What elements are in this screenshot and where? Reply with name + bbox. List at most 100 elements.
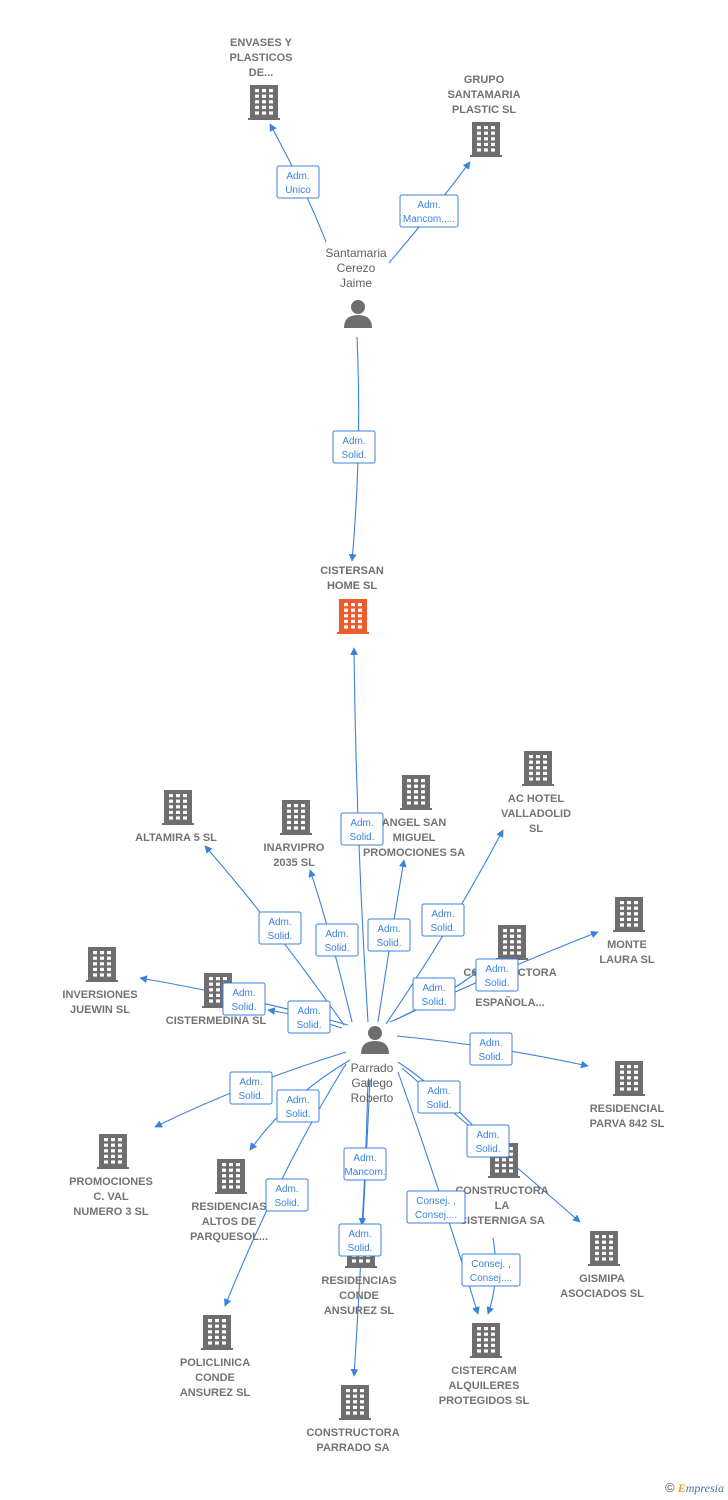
edge-label-line: Solid.: [267, 931, 292, 942]
edge-label-box[interactable]: Adm.Solid.: [475, 958, 519, 992]
edge-label-box[interactable]: Adm.Unico: [276, 165, 320, 199]
edge-label-box[interactable]: Adm.Solid.: [412, 977, 456, 1011]
footer-brand[interactable]: ©Empresia: [665, 1480, 724, 1496]
node-envases[interactable]: ENVASES YPLASTICOSDE...: [230, 37, 293, 120]
node-label-line: PARQUESOL...: [190, 1231, 268, 1243]
edge-label-line: Adm.: [422, 983, 445, 994]
edge-label-line: Adm.: [286, 1095, 309, 1106]
node-label-line: ESPAÑOLA...: [475, 996, 544, 1009]
edge-label-line: Solid.: [426, 1100, 451, 1111]
edge-label-box[interactable]: Adm.Solid.: [287, 1000, 331, 1034]
building-icon: [588, 1231, 620, 1266]
edge-label-box[interactable]: Adm. Solid.: [417, 1080, 461, 1114]
node-label-line: MIGUEL: [393, 832, 436, 844]
edge-label-box[interactable]: Adm.Solid.: [315, 923, 359, 957]
building-icon: [337, 599, 369, 634]
edge-label-box[interactable]: Adm.Solid.: [276, 1089, 320, 1123]
node-label-line: PROMOCIONES: [69, 1176, 153, 1188]
nodes-layer: ENVASES YPLASTICOSDE...GRUPOSANTAMARIAPL…: [62, 37, 664, 1454]
edge-label-box[interactable]: Adm.Solid.: [222, 982, 266, 1016]
edge-label-box[interactable]: Adm.Solid.: [469, 1032, 513, 1066]
node-label-line: ALQUILERES: [449, 1380, 520, 1392]
node-policlinica[interactable]: POLICLINICA CONDE ANSUREZ SL: [180, 1315, 251, 1399]
edge-label-box[interactable]: Adm.Solid.: [229, 1071, 273, 1105]
edge-label-box[interactable]: Adm. Solid.: [265, 1178, 309, 1212]
node-residencial_parva[interactable]: RESIDENCIAL PARVA 842 SL: [590, 1061, 665, 1130]
building-icon: [215, 1159, 247, 1194]
node-inversiones[interactable]: INVERSIONES JUEWIN SL: [62, 947, 138, 1016]
edge-label-box[interactable]: Adm.Solid.: [367, 918, 411, 952]
edge-label-line: Adm.: [427, 1086, 450, 1097]
node-label-line: CONDE: [339, 1290, 379, 1302]
node-label-line: RESIDENCIAS: [191, 1201, 266, 1213]
edge-label-box[interactable]: Consej. ,Consej....: [461, 1253, 521, 1287]
edge-label-line: Adm.: [348, 1229, 371, 1240]
node-label-line: ASOCIADOS SL: [560, 1288, 644, 1300]
node-label-line: NUMERO 3 SL: [73, 1206, 148, 1218]
edge-label-line: Solid.: [231, 1002, 256, 1013]
node-label-line: HOME SL: [327, 580, 377, 592]
edge-label-line: Adm.: [275, 1184, 298, 1195]
node-altamira[interactable]: ALTAMIRA 5 SL: [135, 790, 217, 844]
edge-label-box[interactable]: Adm. Mancom.: [343, 1147, 387, 1181]
node-label-line: PLASTICOS: [230, 52, 293, 64]
node-constructora_parrado[interactable]: CONSTRUCTORA PARRADO SA: [306, 1385, 400, 1454]
node-label-line: RESIDENCIAS: [321, 1275, 396, 1287]
node-label-line: PARVA 842 SL: [590, 1118, 665, 1130]
building-icon: [400, 775, 432, 810]
node-label-line: MONTE: [607, 939, 647, 951]
node-label-line: ANSUREZ SL: [180, 1387, 251, 1399]
edge-label-box[interactable]: Adm.Solid.: [332, 430, 376, 464]
edge-label-line: Adm.: [485, 964, 508, 975]
edge-label-line: Solid.: [274, 1198, 299, 1209]
node-label-line: PROTEGIDOS SL: [439, 1395, 530, 1407]
edge-label-line: Mancom.: [344, 1167, 385, 1178]
node-label-line: ALTOS DE: [202, 1216, 257, 1228]
edge-label-line: Mancom.,...: [403, 214, 455, 225]
node-label-line: ANSUREZ SL: [324, 1305, 395, 1317]
node-label-line: DE...: [249, 67, 273, 79]
edge-label-line: Solid.: [349, 832, 374, 843]
node-promociones[interactable]: PROMOCIONES C. VAL NUMERO 3 SL: [69, 1134, 153, 1218]
node-label-line: Gallego: [351, 1076, 393, 1090]
edge-label-line: Adm.: [286, 171, 309, 182]
edge-label-box[interactable]: Adm. Mancom.,...: [399, 194, 459, 228]
edge-label-line: Adm.: [417, 200, 440, 211]
edge-label-line: Adm.: [353, 1153, 376, 1164]
building-icon: [162, 790, 194, 825]
node-label-line: PARRADO SA: [316, 1442, 389, 1454]
edge-label-line: Solid.: [341, 450, 366, 461]
node-label-line: VALLADOLID: [501, 808, 571, 820]
edge-label-box[interactable]: Consej. ,Consej....: [406, 1190, 466, 1224]
node-label-line: POLICLINICA: [180, 1357, 250, 1369]
edge-label-line: Solid.: [296, 1020, 321, 1031]
node-label-line: AC HOTEL: [508, 793, 565, 805]
edge-label-box[interactable]: Adm.Solid.: [340, 812, 384, 846]
node-label-line: Roberto: [351, 1091, 394, 1105]
node-label-line: CONDE: [195, 1372, 235, 1384]
node-label-line: CONSTRUCTORA: [306, 1427, 399, 1439]
edge-label-line: Solid.: [324, 943, 349, 954]
edge-label-box[interactable]: Adm.Solid.: [258, 911, 302, 945]
edge-label-box[interactable]: Adm.Solid.: [338, 1223, 382, 1257]
node-label-line: C. VAL: [93, 1191, 129, 1203]
edge-label-box[interactable]: Adm.Solid.: [421, 903, 465, 937]
node-label-line: INVERSIONES: [62, 989, 137, 1001]
node-label-line: GRUPO: [464, 74, 505, 86]
edge-label-box[interactable]: Adm.Solid.: [466, 1124, 510, 1158]
node-label-line: JUEWIN SL: [70, 1004, 130, 1016]
edge-label-line: Consej....: [415, 1210, 457, 1221]
edge-parrado-policlinica: [224, 1063, 347, 1307]
node-label-line: RESIDENCIAL: [590, 1103, 665, 1115]
node-residencias_altos[interactable]: RESIDENCIAS ALTOS DE PARQUESOL...: [190, 1159, 268, 1243]
